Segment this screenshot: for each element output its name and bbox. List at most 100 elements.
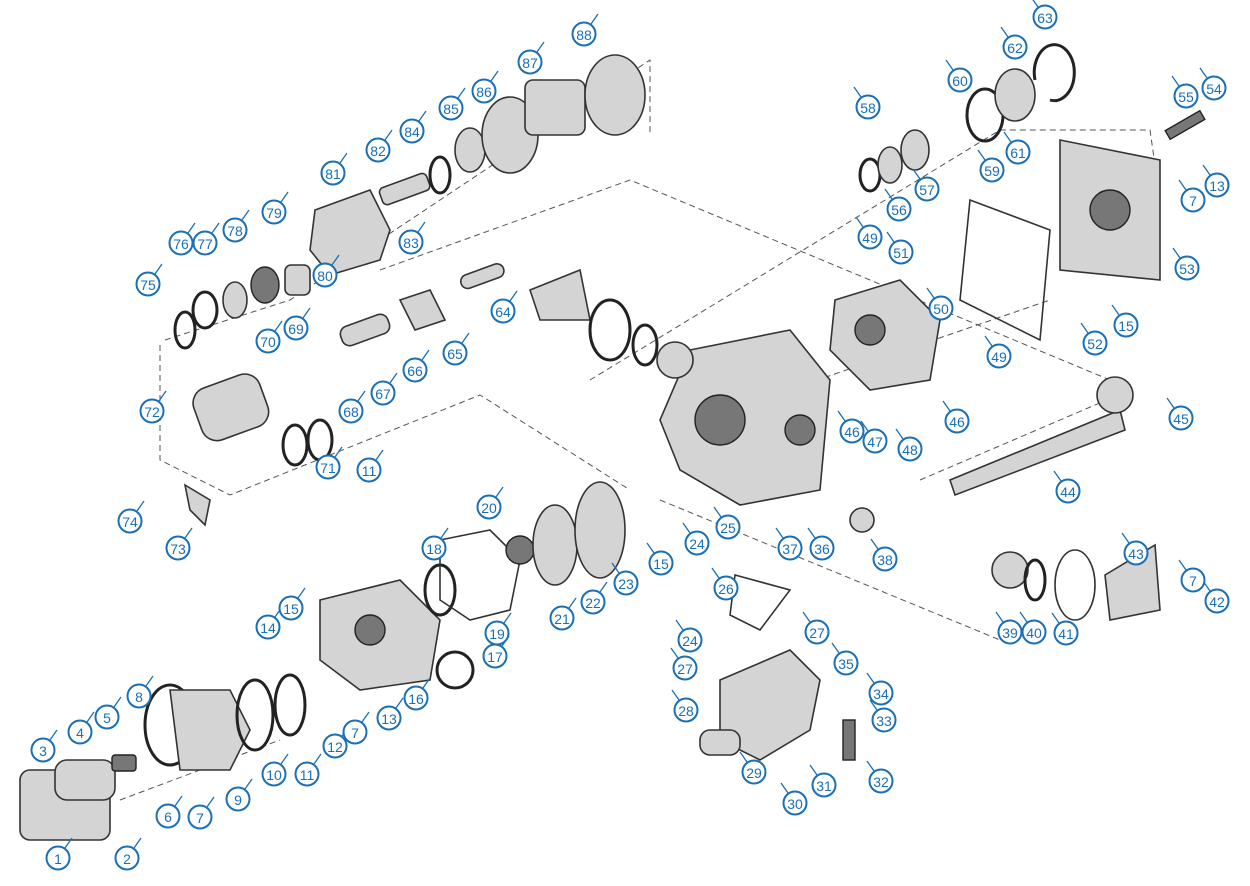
callout-46: 46	[942, 400, 970, 434]
callout-number: 38	[877, 552, 893, 568]
callout-65: 65	[442, 332, 470, 366]
callout-circle	[1055, 478, 1081, 504]
callout-circle	[438, 95, 464, 121]
callout-number: 21	[554, 611, 570, 627]
spring	[339, 313, 391, 347]
callout-number: 86	[476, 84, 492, 100]
callout-number: 3	[39, 743, 47, 759]
callout-24: 24	[675, 619, 703, 653]
callout-43: 43	[1121, 532, 1149, 566]
callout-circle	[30, 737, 56, 763]
callout-number: 51	[893, 245, 909, 261]
callout-32: 32	[866, 760, 894, 794]
callout-7: 7	[187, 796, 215, 830]
callout-9: 9	[225, 778, 253, 812]
callout-number: 62	[1007, 40, 1023, 56]
callout-33: 33	[869, 699, 897, 733]
callout-circle	[1204, 172, 1230, 198]
seal-ring	[273, 673, 307, 737]
callout-circle	[312, 262, 338, 288]
callout-number: 70	[260, 334, 276, 350]
callout-circle	[1005, 139, 1031, 165]
callout-number: 31	[816, 778, 832, 794]
callout-number: 49	[862, 230, 878, 246]
callout-circle	[403, 685, 429, 711]
callout-number: 6	[164, 809, 172, 825]
cover-bore	[354, 614, 386, 646]
callout-circle	[442, 340, 468, 366]
gasket	[729, 573, 792, 632]
callout-number: 71	[320, 460, 336, 476]
callout-48: 48	[895, 428, 923, 462]
callout-circle	[255, 614, 281, 640]
callout-circle	[1123, 540, 1149, 566]
callout-circle	[255, 328, 281, 354]
callout-47: 47	[860, 420, 888, 454]
callout-number: 80	[317, 268, 333, 284]
callout-circle	[886, 196, 912, 222]
callout-number: 45	[1173, 411, 1189, 427]
callout-circle	[261, 761, 287, 787]
callout-2: 2	[114, 837, 142, 871]
callout-number: 20	[481, 500, 497, 516]
washer	[222, 281, 248, 319]
callout-circle	[139, 398, 165, 424]
callout-69: 69	[283, 307, 311, 341]
callout-circle	[868, 680, 894, 706]
callout-36: 36	[807, 527, 835, 561]
callout-number: 43	[1128, 546, 1144, 562]
callout-circle	[673, 697, 699, 723]
callout-49: 49	[855, 216, 883, 250]
callout-circle	[187, 804, 213, 830]
callout-circle	[67, 719, 93, 745]
callout-circle	[862, 428, 888, 454]
callout-55: 55	[1171, 75, 1199, 109]
callout-82: 82	[365, 129, 393, 163]
callout-number: 77	[197, 236, 213, 252]
callout-number: 79	[266, 205, 282, 221]
callout-circle	[571, 21, 597, 47]
callout-number: 83	[403, 235, 419, 251]
callout-78: 78	[222, 209, 250, 243]
bracket	[842, 719, 856, 761]
callout-11: 11	[356, 449, 384, 483]
callout-circle	[135, 271, 161, 297]
seal-ring	[588, 298, 632, 362]
bushing	[284, 264, 311, 296]
bearing	[656, 341, 694, 379]
callout-circle	[855, 94, 881, 120]
callout-circle	[126, 683, 152, 709]
callout-number: 65	[447, 346, 463, 362]
callout-15: 15	[278, 587, 306, 621]
callout-circle	[549, 605, 575, 631]
bearing	[900, 129, 930, 171]
pistons	[524, 79, 586, 136]
gasket	[439, 529, 521, 621]
callout-52: 52	[1080, 322, 1108, 356]
callout-number: 48	[902, 442, 918, 458]
callout-number: 2	[123, 851, 131, 867]
callout-circle	[376, 705, 402, 731]
callout-circle	[677, 627, 703, 653]
callout-86: 86	[471, 70, 499, 104]
callout-circle	[684, 530, 710, 556]
callout-number: 11	[362, 463, 377, 479]
callout-number: 56	[891, 202, 907, 218]
callout-circle	[1002, 34, 1028, 60]
callout-circle	[741, 759, 767, 785]
callout-number: 4	[76, 725, 84, 741]
seal-ring	[858, 157, 882, 193]
callout-28: 28	[671, 689, 699, 723]
callout-circle	[315, 454, 341, 480]
bearing-race	[532, 504, 578, 586]
callout-circle	[947, 67, 973, 93]
callout-number: 10	[266, 767, 282, 783]
callout-38: 38	[870, 538, 898, 572]
callout-circle	[804, 619, 830, 645]
callout-3: 3	[30, 729, 58, 763]
callout-circle	[777, 535, 803, 561]
callout-number: 39	[1002, 625, 1018, 641]
callout-circle	[484, 620, 510, 646]
callout-number: 41	[1058, 626, 1074, 642]
callout-circle	[986, 343, 1012, 369]
